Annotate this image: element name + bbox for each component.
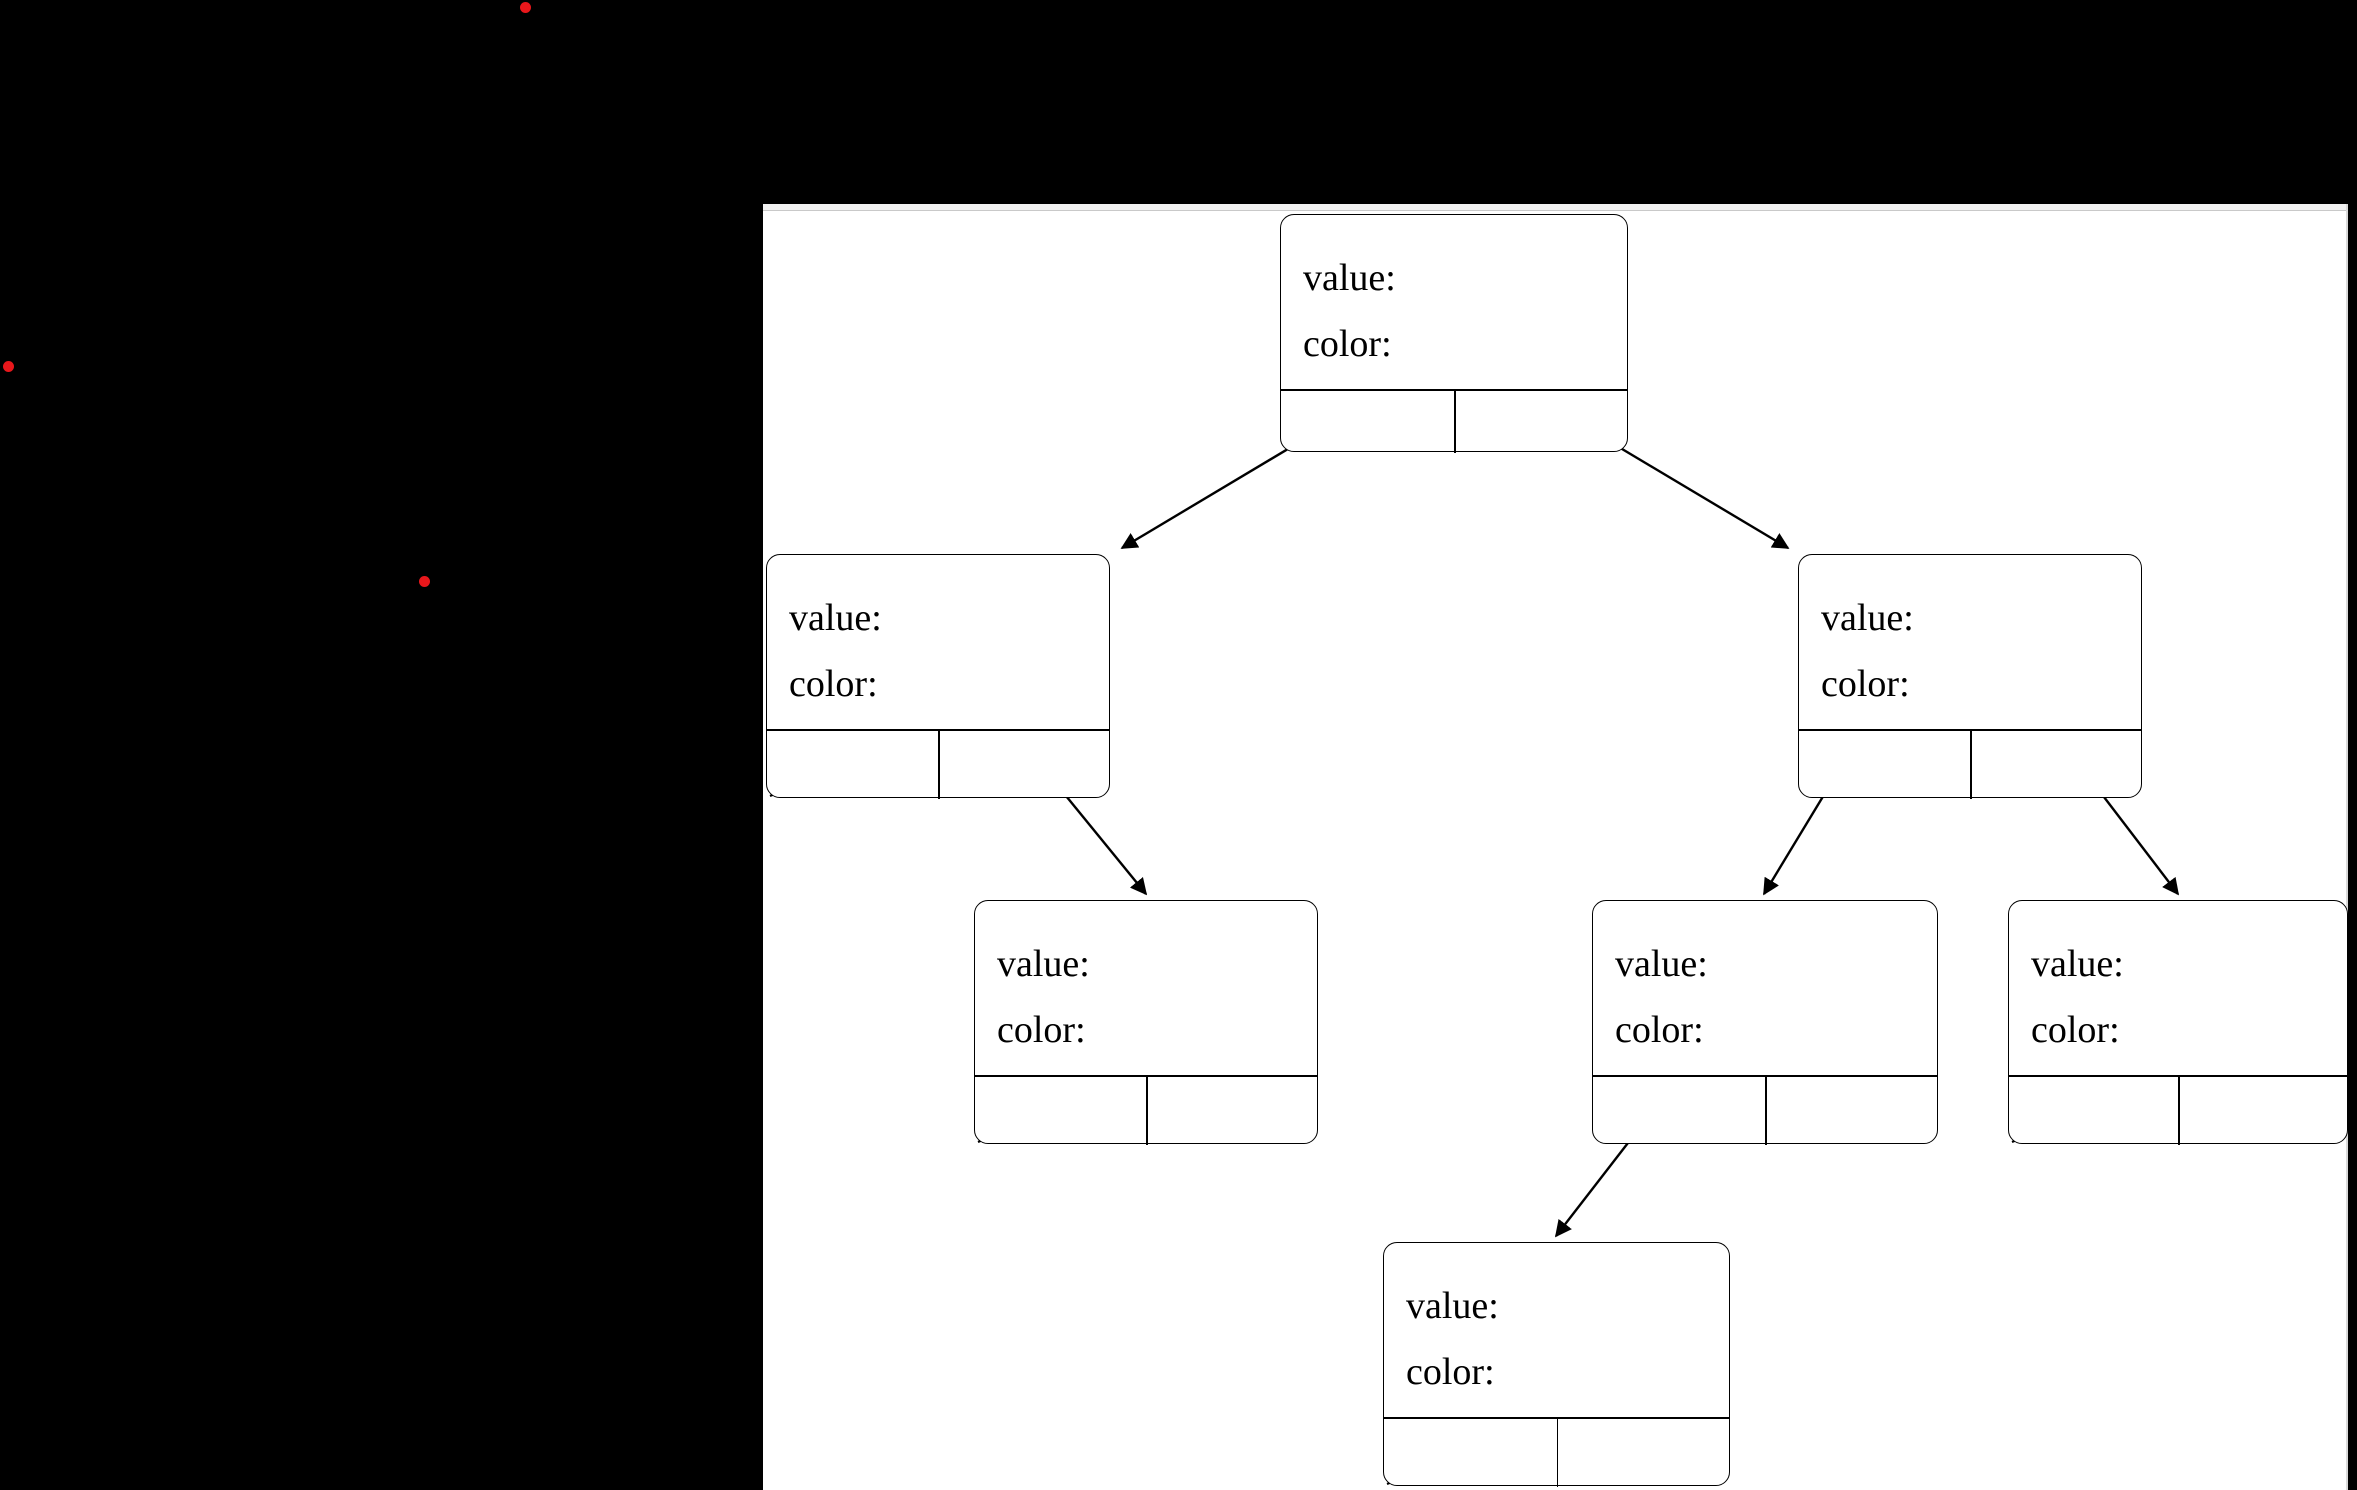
node-value-label: value: [1821,597,1914,639]
pointer-cell-divider [2178,1075,2180,1145]
node-left-right: value: color: [974,900,1318,1145]
node-color-label: color: [1821,663,1910,705]
node-color-label: color: [1615,1009,1704,1051]
panel-right-edge [2346,204,2348,1490]
pointer-cell-divider [1765,1075,1767,1145]
node-right-left: value: color: [1592,900,1938,1145]
pointer-cell-divider [1970,729,1972,799]
pointer-cell-divider [1454,389,1456,453]
node-value-label: value: [1406,1285,1499,1327]
node-value-label: value: [997,943,1090,985]
pointer-cell-divider [938,729,940,799]
panel-header-strip [763,204,2348,210]
node-value-label: value: [1303,257,1396,299]
node-left: value: color: [766,554,1110,799]
panel-header-rule [763,210,2348,211]
node-right: value: color: [1798,554,2142,799]
node-value-label: value: [1615,943,1708,985]
pointer-cell-divider [1146,1075,1148,1145]
node-color-label: color: [1406,1351,1495,1393]
marker-top [519,1,531,13]
node-value-label: value: [2031,943,2124,985]
node-right-left-left: value: color: [1383,1242,1730,1487]
node-color-label: color: [789,663,878,705]
node-right-right: value: color: [2008,900,2348,1145]
node-color-label: color: [997,1009,1086,1051]
node-value-label: value: [789,597,882,639]
marker-left [2,360,14,372]
node-root: value: color: [1280,214,1628,453]
node-color-label: color: [1303,323,1392,365]
pointer-cell-divider [1556,1417,1559,1487]
node-color-label: color: [2031,1009,2120,1051]
marker-mid [418,575,430,587]
